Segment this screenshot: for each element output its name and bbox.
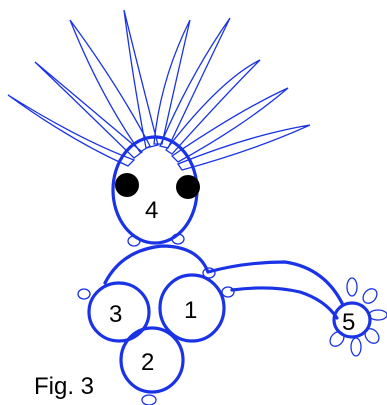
label-part-5: 5 <box>342 309 355 336</box>
petal <box>7 94 136 167</box>
petal <box>165 59 261 155</box>
petal <box>69 19 151 153</box>
label-part-4: 4 <box>145 197 158 224</box>
petal <box>346 277 358 297</box>
knob-3-top <box>77 288 91 300</box>
part-1-outline <box>158 273 226 343</box>
part-3-outline <box>87 281 151 343</box>
tube-upper <box>206 260 345 307</box>
label-part-1: 1 <box>184 297 197 324</box>
label-part-3: 3 <box>109 301 122 328</box>
tube-lower <box>230 286 339 320</box>
petal <box>177 124 311 171</box>
figure-caption: Fig. 3 <box>34 373 94 400</box>
petal <box>350 337 362 357</box>
petal <box>364 328 380 344</box>
head-petals <box>7 9 311 171</box>
body-arc <box>103 244 210 285</box>
head-knob-left <box>127 235 141 247</box>
petal <box>123 9 159 149</box>
left-eye <box>115 173 139 197</box>
petal <box>170 87 289 163</box>
head-knob-right <box>171 233 185 245</box>
knob-1-right <box>221 286 235 298</box>
petal <box>159 17 231 149</box>
petal <box>34 61 144 159</box>
part-2-outline <box>119 326 185 394</box>
part-5-outline <box>332 301 372 339</box>
petal <box>153 19 191 145</box>
part-5-flower <box>329 277 387 357</box>
knob-2-bottom <box>141 394 157 405</box>
label-part-2: 2 <box>141 349 154 376</box>
petal <box>368 309 387 321</box>
right-eye <box>176 175 200 199</box>
knob-1-top <box>202 267 216 279</box>
petal <box>362 288 378 304</box>
